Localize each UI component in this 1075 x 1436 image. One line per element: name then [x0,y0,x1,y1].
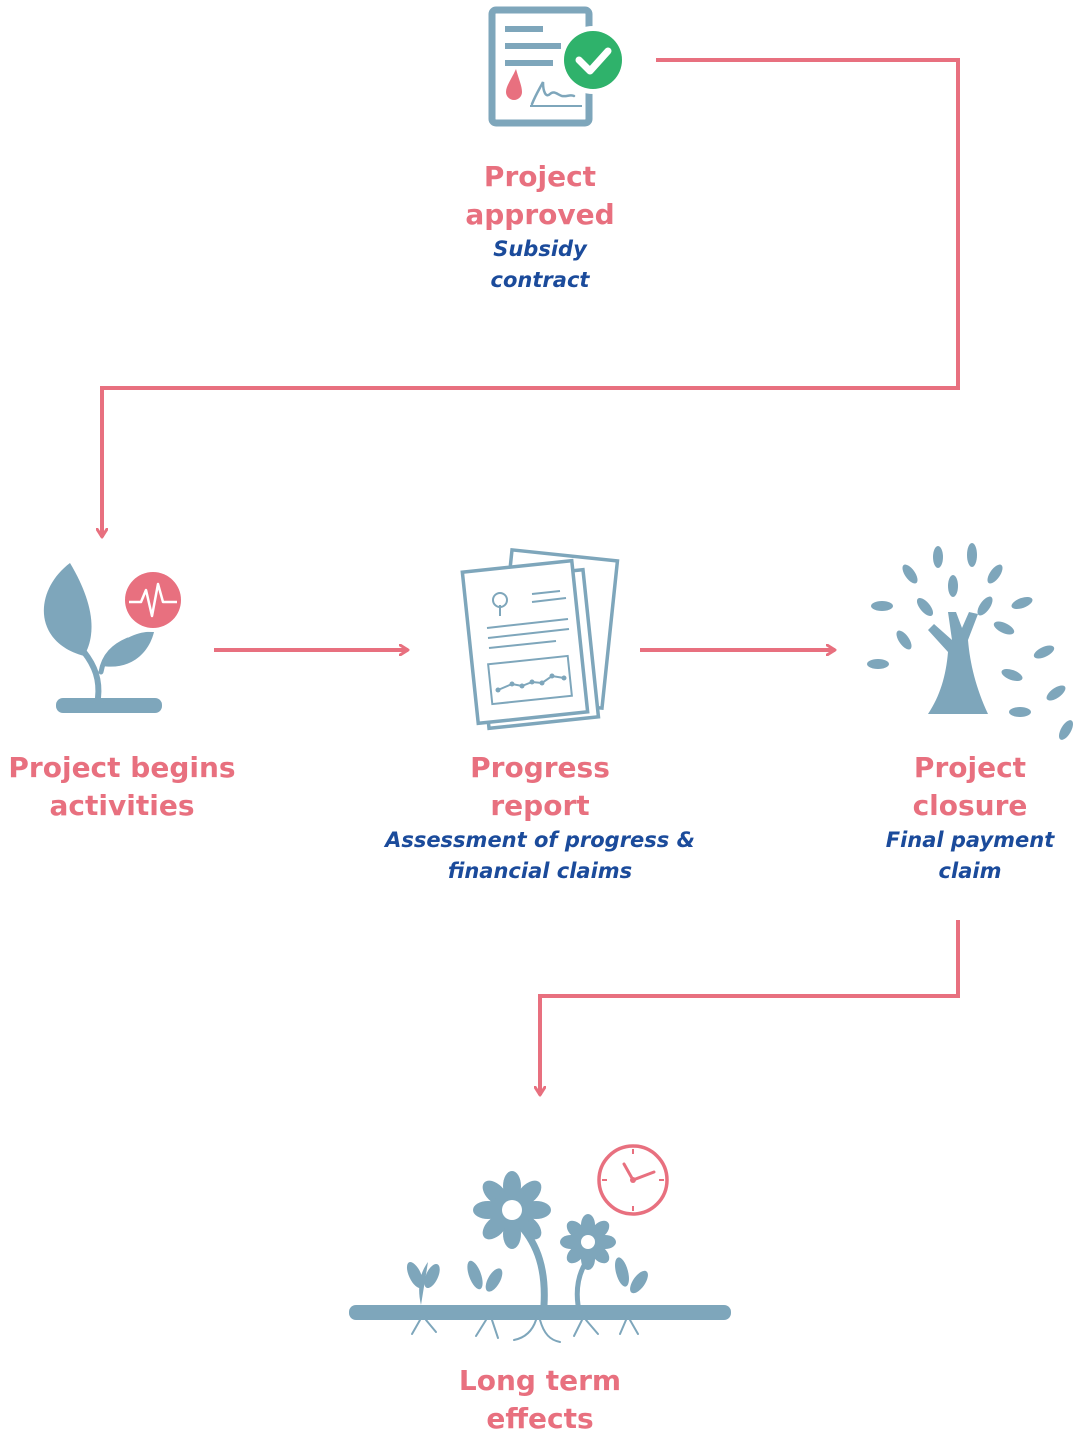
node-subtitle: Subsidy [493,237,587,261]
node-title: effects [486,1402,594,1435]
node-subtitle: Final payment [885,828,1055,852]
node-title: closure [912,789,1028,822]
connector-approved-to-begins [102,58,960,537]
signed-contract-icon [488,6,627,127]
node-subtitle: Assessment of progress & [385,828,695,852]
node-project-approved: Project approved Subsidy contract [400,158,680,296]
tree-icon [867,543,1073,740]
connector-closure-to-longterm [540,920,960,1095]
node-subtitle: financial claims [447,859,633,883]
node-long-term-effects: Long term effects [400,1362,680,1436]
node-title: Project [913,751,1027,784]
node-project-begins: Project begins activities [0,749,244,825]
node-title: activities [49,789,195,822]
node-title: approved [465,198,615,231]
node-title: Progress [470,751,610,784]
report-documents-icon [460,547,620,731]
flowers-clock-icon [349,1144,731,1343]
clock-icon [597,1144,669,1216]
node-project-closure: Project closure Final payment claim [865,749,1075,887]
node-progress-report: Progress report Assessment of progress &… [370,749,710,887]
node-subtitle: contract [490,268,590,292]
node-title: Project begins [8,751,236,784]
seedling-pulse-icon [43,563,185,713]
node-subtitle: claim [938,859,1002,883]
node-title: Project [483,160,597,193]
node-title: report [490,789,590,822]
node-title: Long term [458,1364,622,1397]
